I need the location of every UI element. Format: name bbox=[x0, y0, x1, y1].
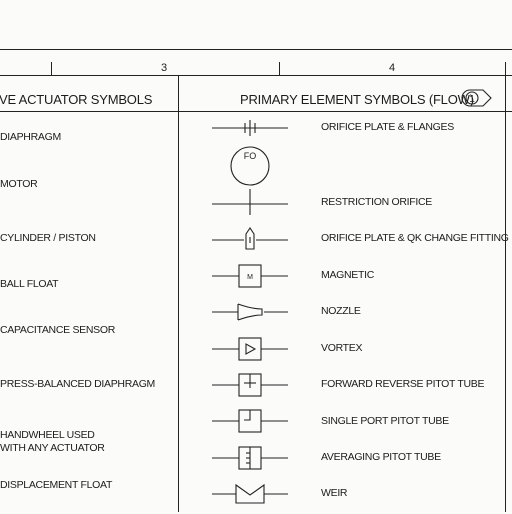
zone-number-3: 3 bbox=[161, 62, 168, 74]
actuator-item-diaphragm: DIAPHRAGM bbox=[0, 131, 61, 143]
zone-number-4: 4 bbox=[389, 62, 396, 74]
forward-reverse-pitot-icon bbox=[208, 370, 292, 400]
magnetic-flowmeter-icon: M bbox=[208, 261, 292, 291]
flow-orifice-bubble-icon: FO bbox=[229, 145, 273, 189]
actuator-item-capacitance-sensor: CAPACITANCE SENSOR bbox=[0, 324, 115, 336]
zone-divider-line bbox=[0, 75, 512, 76]
header-underline bbox=[0, 111, 512, 112]
flow-item-weir: WEIR bbox=[321, 487, 348, 499]
zone-tick bbox=[505, 62, 506, 75]
flow-item-single-port-pitot: SINGLE PORT PITOT TUBE bbox=[321, 415, 449, 427]
flow-item-vortex: VORTEX bbox=[321, 342, 363, 354]
flow-orifice-label: FO bbox=[244, 151, 257, 161]
weir-icon bbox=[208, 479, 292, 509]
flow-item-magnetic: MAGNETIC bbox=[321, 269, 375, 281]
vortex-icon bbox=[208, 334, 292, 364]
magnetic-symbol-letter: M bbox=[247, 274, 253, 281]
actuator-item-handwheel: HANDWHEEL USED WITH ANY ACTUATOR bbox=[0, 429, 105, 454]
flow-item-nozzle: NOZZLE bbox=[321, 305, 361, 317]
actuator-item-press-balanced-diaphragm: PRESS-BALANCED DIAPHRAGM bbox=[0, 378, 156, 390]
flow-item-averaging-pitot: AVERAGING PITOT TUBE bbox=[321, 451, 441, 463]
actuator-item-motor: MOTOR bbox=[0, 178, 38, 190]
right-edge-line bbox=[505, 75, 506, 512]
note-badge-icon: 1 bbox=[461, 89, 493, 107]
orifice-plate-flanges-icon bbox=[208, 113, 292, 143]
note-badge-number: 1 bbox=[469, 94, 475, 105]
single-port-pitot-icon bbox=[208, 406, 292, 436]
flow-item-orifice-plate-qk: ORIFICE PLATE & QK CHANGE FITTING bbox=[321, 232, 509, 244]
primary-element-symbols-header: PRIMARY ELEMENT SYMBOLS (FLOW) bbox=[240, 92, 474, 107]
flow-item-restriction-orifice: RESTRICTION ORIFICE bbox=[321, 196, 432, 208]
restriction-orifice-icon bbox=[208, 189, 292, 219]
nozzle-icon bbox=[208, 297, 292, 327]
orifice-plate-qk-fitting-icon bbox=[208, 225, 292, 255]
top-border-line bbox=[0, 49, 512, 50]
zone-tick bbox=[51, 62, 52, 75]
panel-divider-line bbox=[178, 75, 179, 512]
actuator-item-cylinder-piston: CYLINDER / PISTON bbox=[0, 232, 96, 244]
actuator-item-ball-float: BALL FLOAT bbox=[0, 278, 59, 290]
averaging-pitot-icon bbox=[208, 443, 292, 473]
zone-tick bbox=[279, 62, 280, 75]
actuator-symbols-header: VE ACTUATOR SYMBOLS bbox=[0, 92, 153, 107]
flow-item-forward-reverse-pitot: FORWARD REVERSE PITOT TUBE bbox=[321, 378, 485, 390]
flow-item-orifice-plate-flanges: ORIFICE PLATE & FLANGES bbox=[321, 121, 454, 133]
actuator-item-displacement-float: DISPLACEMENT FLOAT bbox=[0, 479, 113, 491]
